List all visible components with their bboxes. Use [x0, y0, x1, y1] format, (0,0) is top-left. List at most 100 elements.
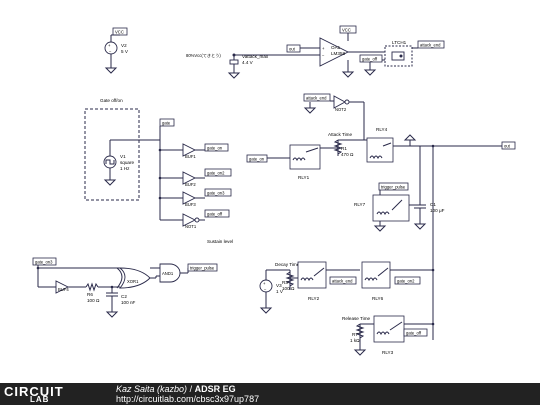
- comparator-oa1[interactable]: out VCC + − OA1 LM358: [286, 25, 385, 78]
- gate-on3-tag-label-2: gate_on3: [35, 260, 53, 265]
- gate-off-tag-2: [204, 209, 230, 218]
- svg-text:+: +: [263, 281, 266, 286]
- v3-value: 1 V: [276, 289, 284, 294]
- not1-label: NOT1: [185, 224, 197, 229]
- r1-value: 470 Ω: [341, 152, 354, 157]
- decay-section[interactable]: Decay Time + − V3 1 V R3 100 Ω RLY2 atta…: [259, 261, 435, 314]
- gate-off-tag-label-1: gate_off: [362, 57, 378, 62]
- circuit-url[interactable]: http://circuitlab.com/cbsc3x97up787: [116, 394, 260, 404]
- gate-on2-tag-label-2: gate_on2: [397, 279, 415, 284]
- vattack-name: Vattack_max: [242, 54, 269, 59]
- gate-distribution[interactable]: gate BUF1 gate_on BUF2 gate_on2 BUF3 gat…: [158, 118, 233, 244]
- attack-end-tag-label-3: attack_end: [332, 279, 353, 284]
- gate-on3-tag-label-1: gate_on3: [207, 191, 225, 196]
- v1-type: square: [120, 160, 134, 165]
- gate-off-tag-3: [403, 328, 428, 337]
- decay-time-label: Decay Time: [275, 262, 300, 267]
- ground-symbol: [259, 307, 273, 314]
- c2-name: C2: [121, 294, 127, 299]
- not-gate-not1: [182, 213, 197, 227]
- trigger-pulse-tag-2: [187, 263, 218, 272]
- rly6-label: RLY6: [372, 296, 384, 301]
- meta-separator: /: [189, 384, 193, 394]
- gate-on2-tag-2: [394, 276, 421, 285]
- trigger-pulse-generator[interactable]: gate_on3 BUF4 R6 100 Ω C2 100 nF XOR1 AN…: [32, 257, 218, 318]
- gate-on2-tag-label-1: gate_on2: [207, 171, 225, 176]
- svg-text:−: −: [322, 53, 325, 58]
- circuit-meta: Kaz Saita (kazbo) / ADSR EG: [116, 384, 236, 394]
- ground-symbol: [103, 179, 117, 186]
- attack-end-tag-2: [303, 93, 331, 102]
- gate-tag: [159, 118, 175, 127]
- svg-text:−: −: [109, 49, 112, 54]
- and1-label: AND1: [162, 271, 174, 276]
- r3-name: R3: [282, 280, 288, 285]
- ground-symbol: [104, 67, 118, 74]
- release-time-label: Release Time: [342, 316, 371, 321]
- ground-symbol: [363, 69, 377, 76]
- rly1-label: RLY1: [298, 175, 310, 180]
- svg-text:+: +: [108, 43, 111, 48]
- latch-ltch1[interactable]: LTCH1 attack_end gate_off: [359, 40, 445, 76]
- gate-on-tag-label-2: gate_on: [249, 157, 265, 162]
- c2-value: 100 nF: [121, 300, 135, 305]
- gate-off-tag-label-3: gate_off: [406, 331, 422, 336]
- ltch1-name: LTCH1: [392, 40, 407, 45]
- circuitlab-logo-top[interactable]: CIRCUIT: [4, 384, 64, 399]
- circuitlab-footer: CIRCUIT LAB Kaz Saita (kazbo) / ADSR EG …: [0, 383, 540, 405]
- r6-value: 100 Ω: [87, 298, 100, 303]
- trigger-pulse-tag: [378, 182, 409, 191]
- trigger-pulse-tag-label-1: trigger_pulse: [381, 185, 406, 190]
- v2-value: 5 V: [121, 49, 129, 54]
- not-gate-not2: [333, 95, 346, 109]
- out-tag-label: out: [289, 47, 296, 52]
- circuit-name[interactable]: ADSR EG: [194, 384, 236, 394]
- buffer-gate-buf2: [182, 171, 197, 185]
- gate-tag-label: gate: [162, 121, 171, 126]
- r7-name: R7: [352, 332, 358, 337]
- buf2-label: BUF2: [185, 182, 196, 187]
- gate-on3-tag: [204, 188, 232, 197]
- trigger-pulse-tag-label-2: trigger_pulse: [190, 266, 215, 271]
- oa1-part: LM358: [331, 51, 345, 56]
- ground-symbol: [303, 107, 317, 114]
- and-gate-and1: [159, 263, 181, 283]
- buf1-label: BUF1: [185, 154, 196, 159]
- release-section[interactable]: Release Time R7 1 kΩ RLY3 gate_off: [342, 315, 435, 356]
- out-tag-right-label: out: [504, 144, 511, 149]
- gate-off-tag-label-2: gate_off: [207, 212, 223, 217]
- ground-symbol: [341, 71, 355, 78]
- gate-off-tag: [359, 54, 383, 63]
- v1-frequency: 1 Hz: [120, 166, 130, 171]
- rly3-label: RLY3: [382, 350, 394, 355]
- v1-name: V1: [120, 154, 126, 159]
- schematic-canvas: VCC + − V2 5 V 80%Vcc(てきとう) Vattack_max …: [32, 25, 516, 356]
- vattack-reference[interactable]: 80%Vcc(てきとう) Vattack_max 4.4 V: [186, 53, 320, 79]
- circuitlab-logo-bottom[interactable]: LAB: [30, 395, 50, 404]
- xor-gate-xor1: [118, 267, 151, 289]
- opamp-symbol: [319, 37, 350, 67]
- attack-section[interactable]: attack_end NOT2 Attack Time RLY4 gate_on…: [246, 93, 516, 180]
- not2-label: NOT2: [335, 107, 347, 112]
- sustain-section[interactable]: C1 100 μF trigger_pulse RLY7: [354, 144, 445, 340]
- buffer-gate-buf3: [182, 191, 197, 205]
- oa1-name: OA1: [331, 45, 341, 50]
- buffer-gate-buf1: [182, 143, 197, 157]
- gate-on-tag-label-1: gate_on: [207, 146, 223, 151]
- author-name[interactable]: Kaz Saita (kazbo): [116, 384, 188, 394]
- ground-symbol: [227, 72, 241, 79]
- v3-name: V3: [276, 283, 282, 288]
- vattack-value: 4.4 V: [242, 60, 254, 65]
- attack-time-label: Attack Time: [328, 132, 352, 137]
- ground-symbol: [403, 134, 417, 141]
- svg-text:+: +: [322, 46, 325, 51]
- vcc-source-v2[interactable]: VCC + − V2 5 V: [104, 27, 129, 74]
- buffer-gate-buf4: [55, 280, 70, 294]
- sustain-level-label: Sustain level: [207, 239, 233, 244]
- ground-symbol: [413, 223, 427, 230]
- gate-offon-block[interactable]: Gate off/on V1 square 1 Hz: [84, 98, 160, 201]
- gate-on-tag: [204, 143, 229, 152]
- buf3-label: BUF3: [185, 202, 196, 207]
- attack-end-tag: [417, 40, 445, 49]
- r7-value: 1 kΩ: [350, 338, 360, 343]
